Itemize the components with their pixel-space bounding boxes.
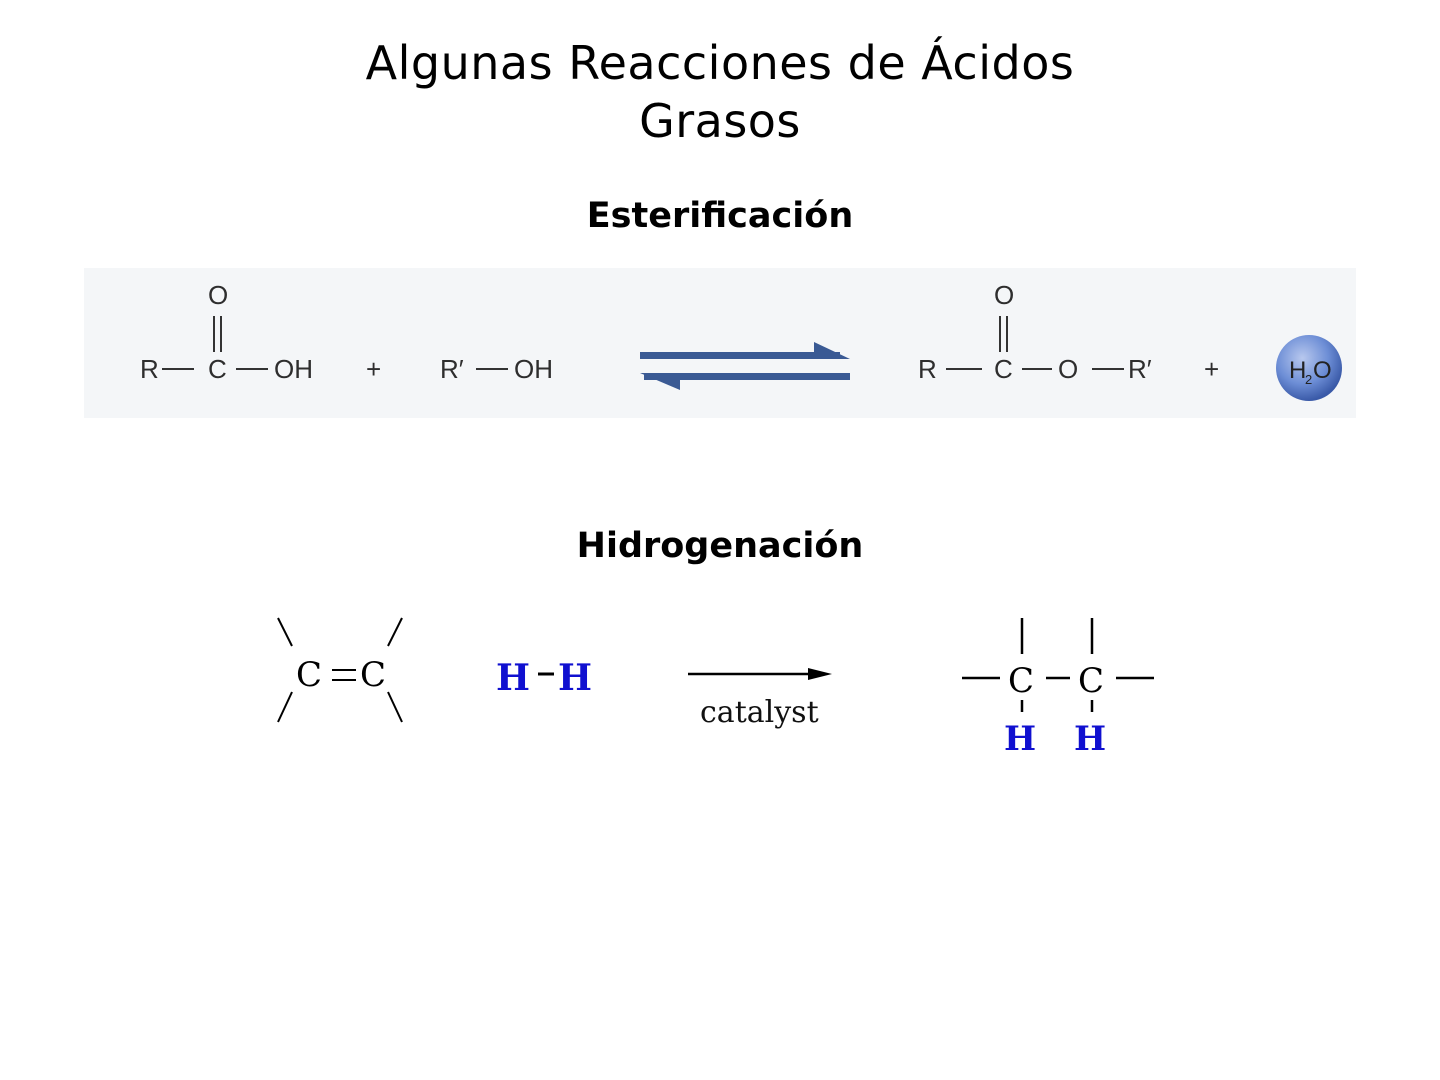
esterification-heading: Esterificación: [586, 196, 854, 236]
r-prime-label: R′: [440, 354, 464, 384]
carboxylic-acid: R C O OH: [140, 280, 313, 384]
c1-label: C: [1008, 661, 1034, 701]
title-line-1: Algunas Reacciones de Ácidos: [365, 36, 1075, 90]
equilibrium-arrow-icon: [640, 342, 850, 390]
h2-label: H: [1074, 719, 1106, 759]
hydrogenation-heading: Hidrogenación: [576, 526, 864, 566]
reaction-arrow-icon: catalyst: [688, 668, 832, 730]
r-label: R: [140, 354, 159, 384]
r-prime-label: R′: [1128, 354, 1152, 384]
o-top-label: O: [994, 280, 1014, 310]
h1-label: H: [1004, 719, 1036, 759]
hydrogenation-equation: C C H H catalyst C C H H: [260, 600, 1180, 770]
c-label: C: [208, 354, 227, 384]
c2-label: C: [1078, 661, 1104, 701]
plus-sign: +: [1204, 354, 1219, 384]
water-molecule-icon: H 2 O: [1276, 335, 1342, 401]
slide-title: Algunas Reacciones de Ácidos Grasos: [0, 34, 1440, 150]
oh-label: OH: [274, 354, 313, 384]
h2-label: H: [558, 657, 592, 699]
title-line-2: Grasos: [639, 94, 801, 148]
esterification-diagram: R C O OH + R′ OH R C O: [140, 280, 1342, 401]
water-o-label: O: [1313, 357, 1332, 384]
c-label: C: [994, 354, 1013, 384]
hydrogenation-diagram: C C H H catalyst C C H H: [277, 617, 1154, 759]
hydrogen-molecule: H H: [496, 657, 592, 699]
esterification-equation: R C O OH + R′ OH R C O: [84, 268, 1356, 418]
alcohol: R′ OH: [440, 354, 553, 384]
catalyst-label: catalyst: [700, 695, 819, 730]
o-label: O: [1058, 354, 1078, 384]
alkane-product: C C H H: [962, 618, 1154, 759]
alkene: C C: [277, 617, 403, 723]
h1-label: H: [496, 657, 530, 699]
water-subscript: 2: [1305, 372, 1312, 387]
o-top-label: O: [208, 280, 228, 310]
oh-label: OH: [514, 354, 553, 384]
water-h-label: H: [1289, 357, 1306, 384]
c2-label: C: [360, 655, 386, 695]
ester: R C O O R′: [918, 280, 1152, 384]
r-label: R: [918, 354, 937, 384]
plus-sign: +: [366, 354, 381, 384]
c1-label: C: [296, 655, 322, 695]
